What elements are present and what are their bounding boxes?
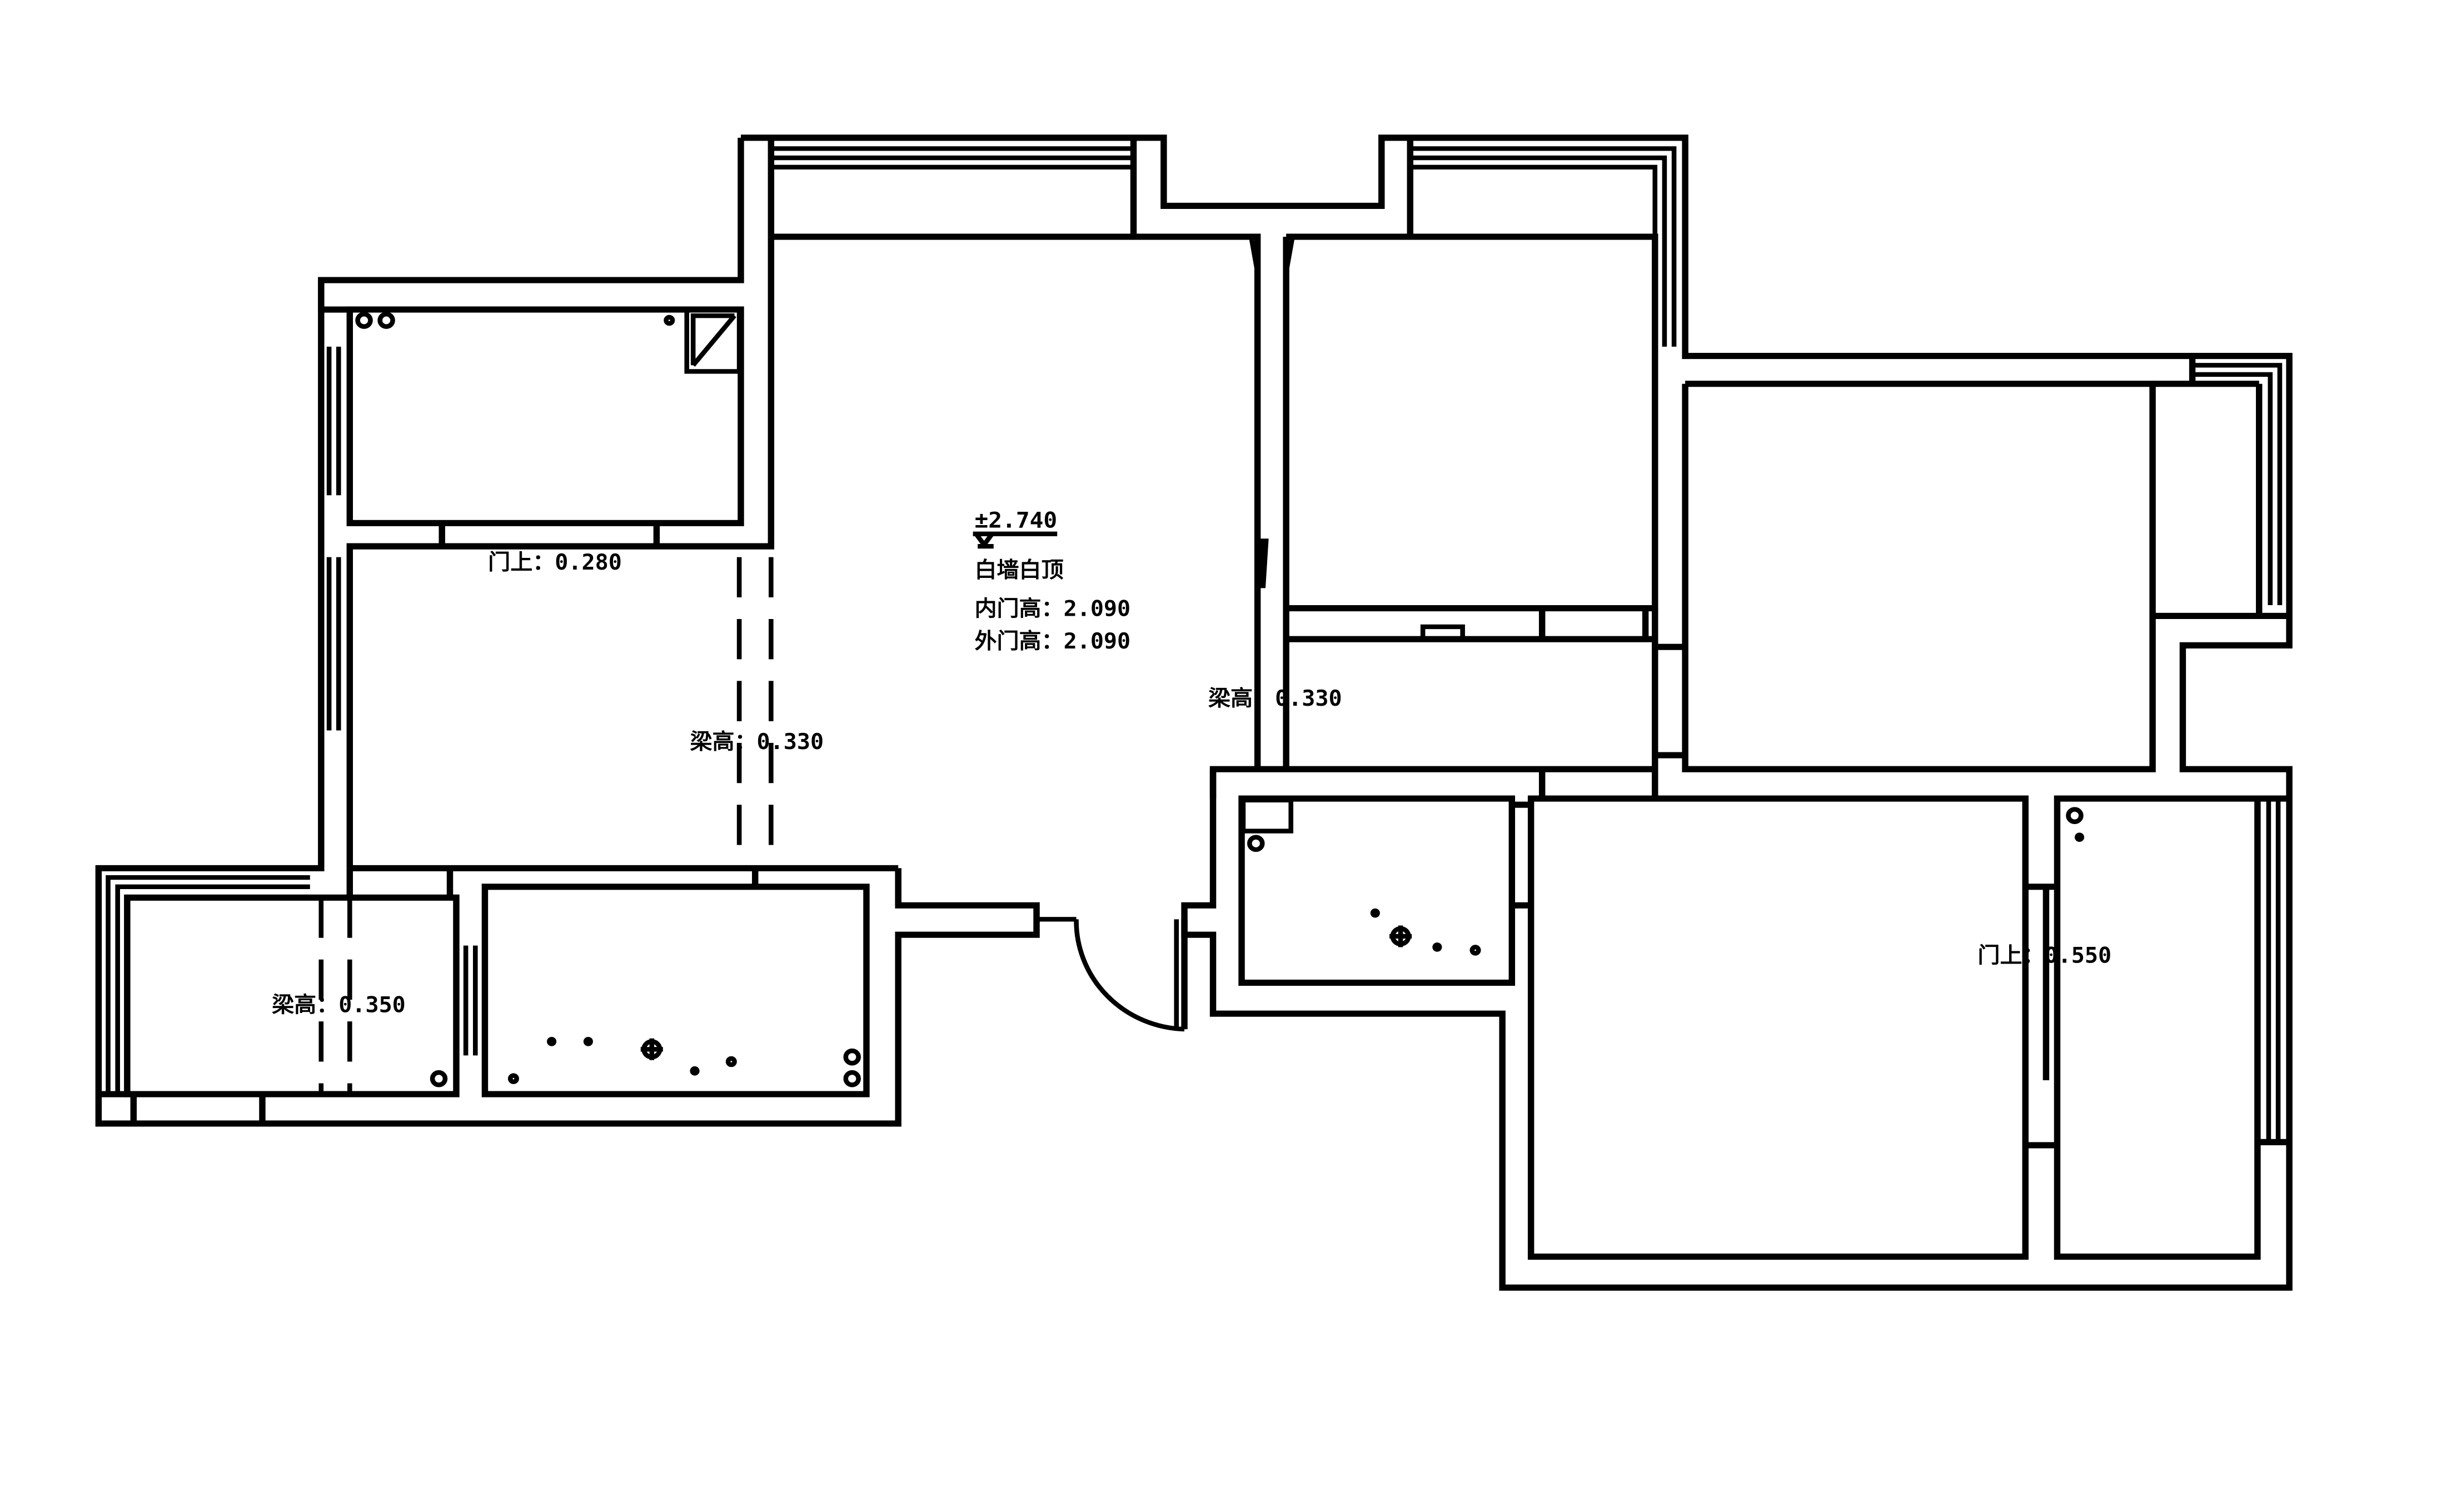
level-marker (973, 531, 1058, 549)
beam-height-center-right-label: 梁高：0.330 (1208, 686, 1342, 711)
room-bedroom-bottom (1512, 795, 2058, 1260)
beam-dashed-lines (318, 557, 1289, 1095)
door-top-left-label: 门上：0.280 (488, 550, 622, 575)
door-top-right-label: 门上：0.550 (1977, 943, 2111, 968)
room-bathroom-left (481, 868, 901, 1097)
finish-note-label: 白墙白顶 (974, 557, 1063, 582)
room-kitchen (318, 280, 744, 547)
inner-door-height-label: 内门高：2.090 (974, 596, 1130, 621)
entrance-door (1037, 917, 1188, 1032)
wall-fixtures (1248, 236, 1465, 642)
room-bottom-left-balcony (98, 868, 460, 1124)
level-mark-label: ±2.740 (974, 508, 1057, 533)
beam-height-bottom-left-label: 梁高：0.350 (272, 992, 406, 1017)
outer-door-height-label: 外门高：2.090 (974, 628, 1130, 653)
room-bedroom-bottom-right (2054, 795, 2290, 1260)
beam-height-center-left-label: 梁高：0.330 (690, 729, 824, 754)
window-railings (326, 137, 2283, 1142)
room-bathroom-right (1209, 769, 1516, 986)
inner-walls (346, 233, 2290, 871)
